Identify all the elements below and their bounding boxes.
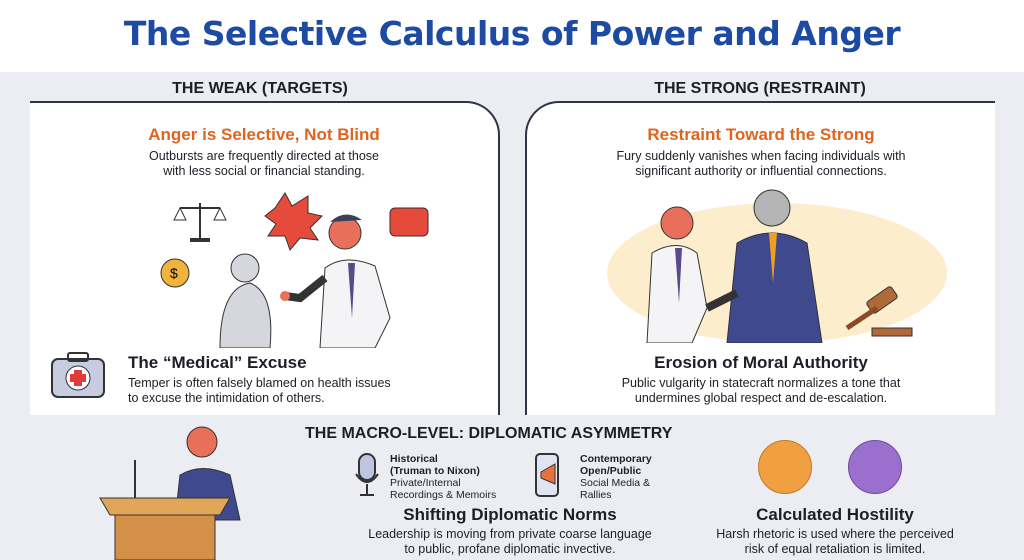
scales-icon xyxy=(173,203,227,242)
angry-speech-bubble-icon xyxy=(389,207,429,237)
heading-shifting-norms: Shifting Diplomatic Norms xyxy=(403,505,617,524)
description-line: Leadership is moving from private coarse… xyxy=(368,527,652,541)
contemporary-type: Open/Public xyxy=(580,465,642,477)
anger-burst-icon xyxy=(264,192,324,251)
orange-circle xyxy=(758,440,812,494)
dollar-coin-icon: $ xyxy=(160,258,190,288)
heading-restraint: Restraint Toward the Strong xyxy=(647,125,875,144)
angry-man xyxy=(280,214,391,348)
historical-label: Historical xyxy=(390,453,438,465)
panel-strong: Restraint Toward the Strong Fury suddenl… xyxy=(525,101,995,415)
description-line: significant authority or influential con… xyxy=(635,164,887,178)
description-line: risk of equal retaliation is limited. xyxy=(744,542,926,556)
purple-circle xyxy=(848,440,902,494)
contemporary-line: Rallies xyxy=(580,489,612,501)
podium-speaker-illustration xyxy=(99,426,241,560)
description-line: with less social or financial standing. xyxy=(163,164,365,178)
historical-line: Recordings & Memoirs xyxy=(390,489,497,501)
first-aid-kit-icon xyxy=(51,352,105,398)
gavel-icon xyxy=(845,286,913,337)
description-line: undermines global respect and de-escalat… xyxy=(634,391,888,405)
contemporary-label: Contemporary xyxy=(580,453,652,465)
historical-period: (Truman to Nixon) xyxy=(390,465,480,477)
microphone-icon xyxy=(355,453,379,496)
page-title: The Selective Calculus of Power and Ange… xyxy=(123,14,901,53)
macro-header: THE MACRO-LEVEL: DIPLOMATIC ASYMMETRY xyxy=(305,425,673,442)
heading-calculated-hostility: Calculated Hostility xyxy=(756,505,914,524)
description-line: Public vulgarity in statecraft normalize… xyxy=(621,376,901,390)
contemporary-block: Contemporary Open/Public Social Media & … xyxy=(580,453,652,501)
phone-megaphone-icon xyxy=(535,453,559,497)
cowering-person xyxy=(219,253,272,348)
heading-anger-selective: Anger is Selective, Not Blind xyxy=(148,125,380,144)
description-line: Fury suddenly vanishes when facing indiv… xyxy=(616,149,906,163)
deferential-man xyxy=(646,206,708,343)
description-line: to excuse the intimidation of others. xyxy=(128,391,325,405)
contemporary-line: Social Media & xyxy=(580,477,651,489)
powerful-man xyxy=(705,189,823,343)
panel-weak: Anger is Selective, Not Blind Outbursts … xyxy=(30,101,500,415)
description-line: to public, profane diplomatic invective. xyxy=(404,542,616,556)
svg-text:$: $ xyxy=(170,265,178,281)
historical-line: Private/Internal xyxy=(390,477,461,489)
heading-erosion-moral-authority: Erosion of Moral Authority xyxy=(654,353,868,372)
handshake-illustration xyxy=(607,189,947,343)
description-line: Outbursts are frequently directed at tho… xyxy=(149,149,379,163)
description-line: Harsh rhetoric is used where the perceiv… xyxy=(716,527,954,541)
column-header-weak: THE WEAK (TARGETS) xyxy=(172,80,348,97)
heading-medical-excuse: The “Medical” Excuse xyxy=(128,353,307,372)
historical-block: Historical (Truman to Nixon) Private/Int… xyxy=(390,453,496,501)
description-line: Temper is often falsely blamed on health… xyxy=(128,376,391,390)
column-header-strong: THE STRONG (RESTRAINT) xyxy=(654,80,866,97)
angry-boss-illustration: $ xyxy=(160,192,429,348)
